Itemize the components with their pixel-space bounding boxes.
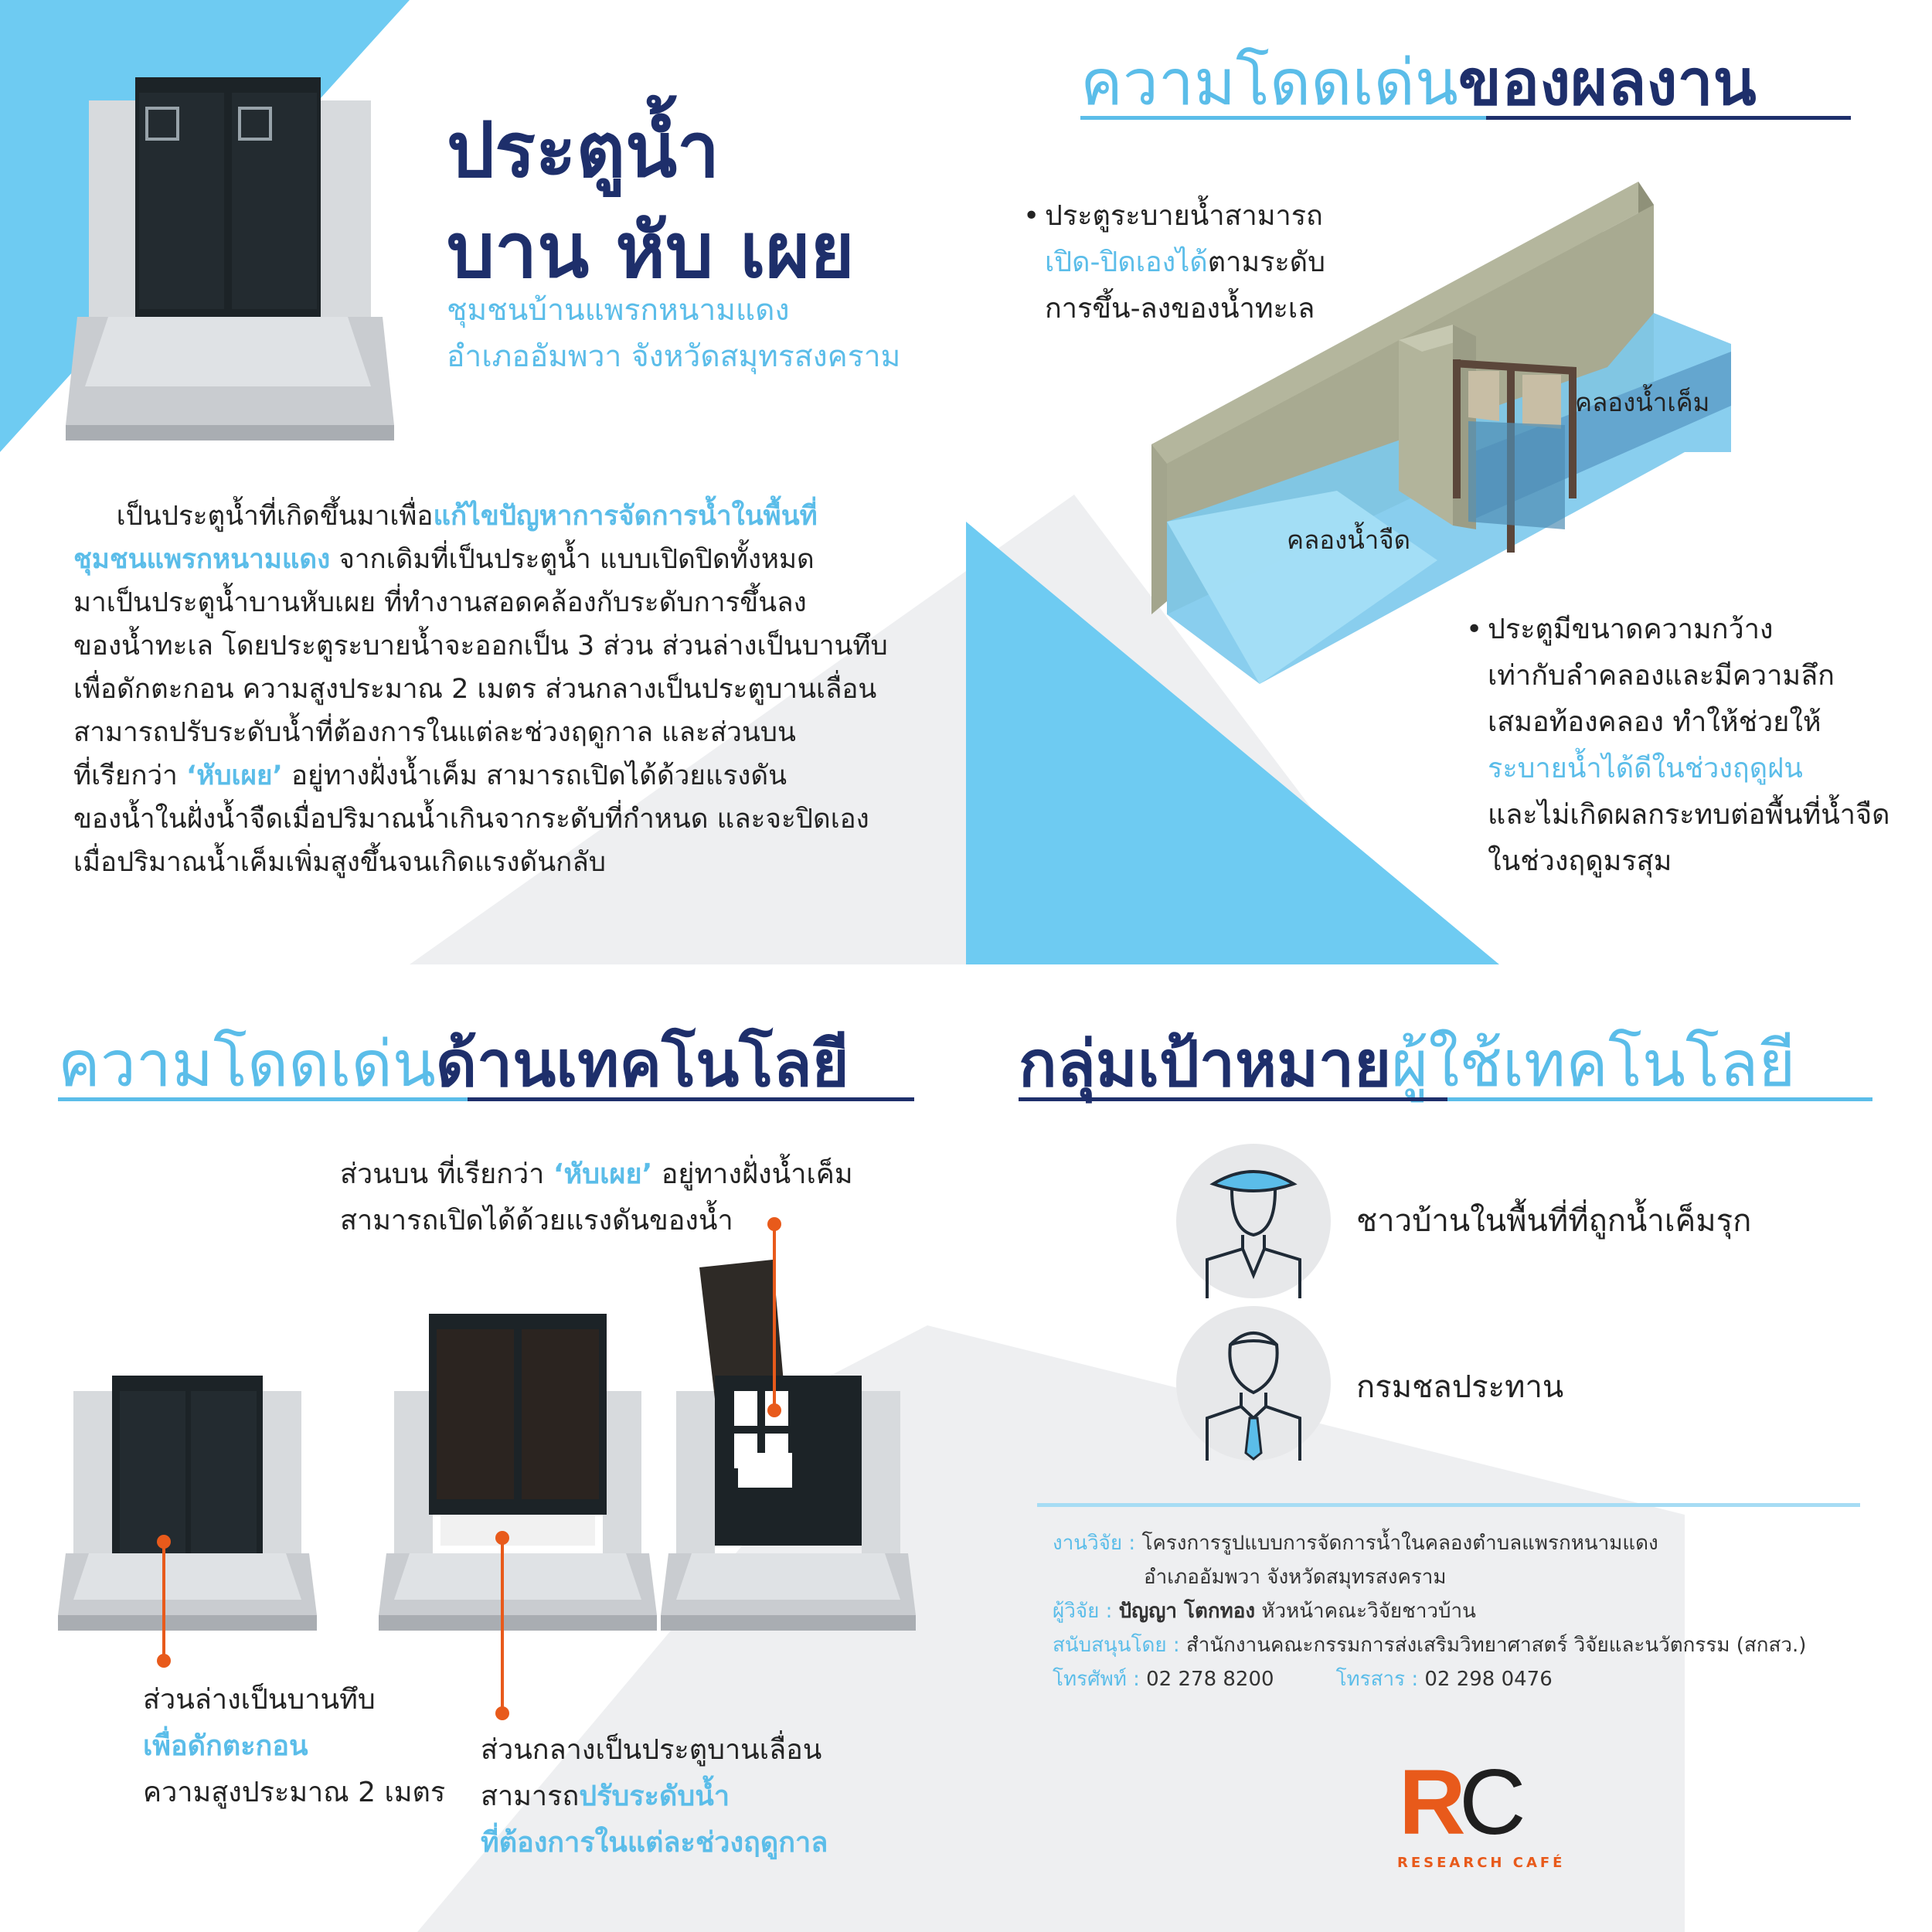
subtitle-line-1: ชุมชนบ้านแพรกหนามแดง (447, 293, 790, 328)
intro-paragraph: เป็นประตูน้ำที่เกิดขึ้นมาเพื่อแก้ไขปัญหา… (73, 501, 888, 878)
subtitle-line-2: อำเภออัมพวา จังหวัดสมุทรสงคราม (447, 339, 901, 374)
gate-photo-top-open (661, 1260, 916, 1631)
heading-underline-dark (468, 1097, 914, 1101)
credits-research-key: งานวิจัย : (1053, 1532, 1136, 1555)
heading-dark-part: ด้านเทคโนโลยี (435, 1028, 849, 1101)
pointer-line-middle (501, 1538, 504, 1712)
fax-number: 02 298 0476 (1424, 1668, 1553, 1691)
bullet-dot: • (1466, 614, 1483, 645)
pointer-dot-middle-top (495, 1531, 509, 1545)
title-line-1: ประตูน้ำ (447, 107, 720, 195)
officer-icon (1206, 1332, 1301, 1461)
logo-wordmark: RESEARCH CAFÉ (1397, 1855, 1566, 1871)
heading-dark-part: กลุ่มเป้าหมาย (1019, 1028, 1392, 1101)
highlight-section-heading: ความโดดเด่นของผลงาน (1080, 45, 1757, 122)
pointer-dot-lower (157, 1654, 171, 1668)
tech-section-heading: ความโดดเด่นด้านเทคโนโลยี (58, 1026, 849, 1104)
farmer-icon (1206, 1170, 1301, 1298)
pointer-dot-lower-top (157, 1535, 171, 1549)
pointer-dot-upper (767, 1217, 781, 1231)
target-group-villagers: ชาวบ้านในพื้นที่ที่ถูกน้ำเค็มรุก (1356, 1203, 1752, 1239)
heading-underline-light (58, 1097, 468, 1101)
phone-number: 02 278 8200 (1146, 1668, 1274, 1691)
upper-section-caption: ส่วนบน ที่เรียกว่า ‘หับเผย’ อยู่ทางฝั่งน… (340, 1158, 853, 1236)
salt-canal-label: คลองน้ำเค็ม (1575, 387, 1710, 417)
farmer-icon-circle (1176, 1144, 1331, 1298)
middle-section-caption: ส่วนกลางเป็นประตูบานเลื่อน สามารถปรับระด… (481, 1734, 828, 1859)
heading-dark-part: ของผลงาน (1458, 46, 1757, 120)
bullet-dot: • (1023, 200, 1040, 232)
pointer-line-lower (162, 1542, 165, 1658)
fresh-canal-label: คลองน้ำจืด (1287, 525, 1411, 555)
gate-photo-main (66, 77, 394, 440)
pointer-line-upper (773, 1229, 776, 1410)
credits-fax-key: โทรสาร : (1335, 1668, 1419, 1691)
heading-light-part: ความโดดเด่น (1080, 46, 1458, 120)
heading-underline-light (1080, 116, 1486, 120)
heading-underline-dark (1019, 1097, 1447, 1101)
logo-mark-c: C (1459, 1750, 1526, 1854)
credits-phone-key: โทรศัพท์ : (1053, 1668, 1140, 1691)
heading-underline-light (1447, 1097, 1872, 1101)
heading-light-part: ผู้ใช้เทคโนโลยี (1391, 1028, 1796, 1101)
heading-light-part: ความโดดเด่น (58, 1028, 436, 1101)
credits-support-key: สนับสนุนโดย : (1053, 1634, 1180, 1657)
highlight-bullet-2: • ประตูมีขนาดความกว้าง เท่ากับลำคลองและม… (1466, 607, 1920, 885)
officer-icon-circle (1176, 1306, 1331, 1461)
credits-researcher-key: ผู้วิจัย : (1053, 1600, 1113, 1623)
credits-divider (1037, 1503, 1860, 1507)
gate-photo-closed (58, 1376, 317, 1631)
lower-section-caption: ส่วนล่างเป็นบานทึบ เพื่อดักตะกอน ความสูง… (143, 1684, 446, 1808)
target-section-heading: กลุ่มเป้าหมายผู้ใช้เทคโนโลยี (1019, 1026, 1795, 1104)
target-group-irrigation-dept: กรมชลประทาน (1356, 1369, 1564, 1405)
pointer-dot-middle (495, 1706, 509, 1720)
heading-underline-dark (1486, 116, 1851, 120)
credits-block: งานวิจัย : โครงการรูปแบบการจัดการน้ำในคล… (1053, 1532, 1807, 1691)
page-title: ประตูน้ำ บาน หับ เผย (447, 100, 855, 301)
logo-mark-r: R (1399, 1750, 1466, 1854)
gate-photo-middle-open (379, 1314, 657, 1631)
page-subtitle: ชุมชนบ้านแพรกหนามแดง อำเภออัมพวา จังหวัด… (447, 287, 900, 380)
title-line-2: บาน หับ เผย (447, 207, 855, 295)
research-cafe-logo: R C RESEARCH CAFÉ (1397, 1756, 1562, 1871)
canal-gate-diagram (1151, 182, 1731, 684)
highlight-bullet-1: • ประตูระบายน้ำสามารถ เปิด-ปิดเองได้ตามร… (1023, 193, 1447, 332)
pointer-dot-upper-bottom (767, 1403, 781, 1417)
